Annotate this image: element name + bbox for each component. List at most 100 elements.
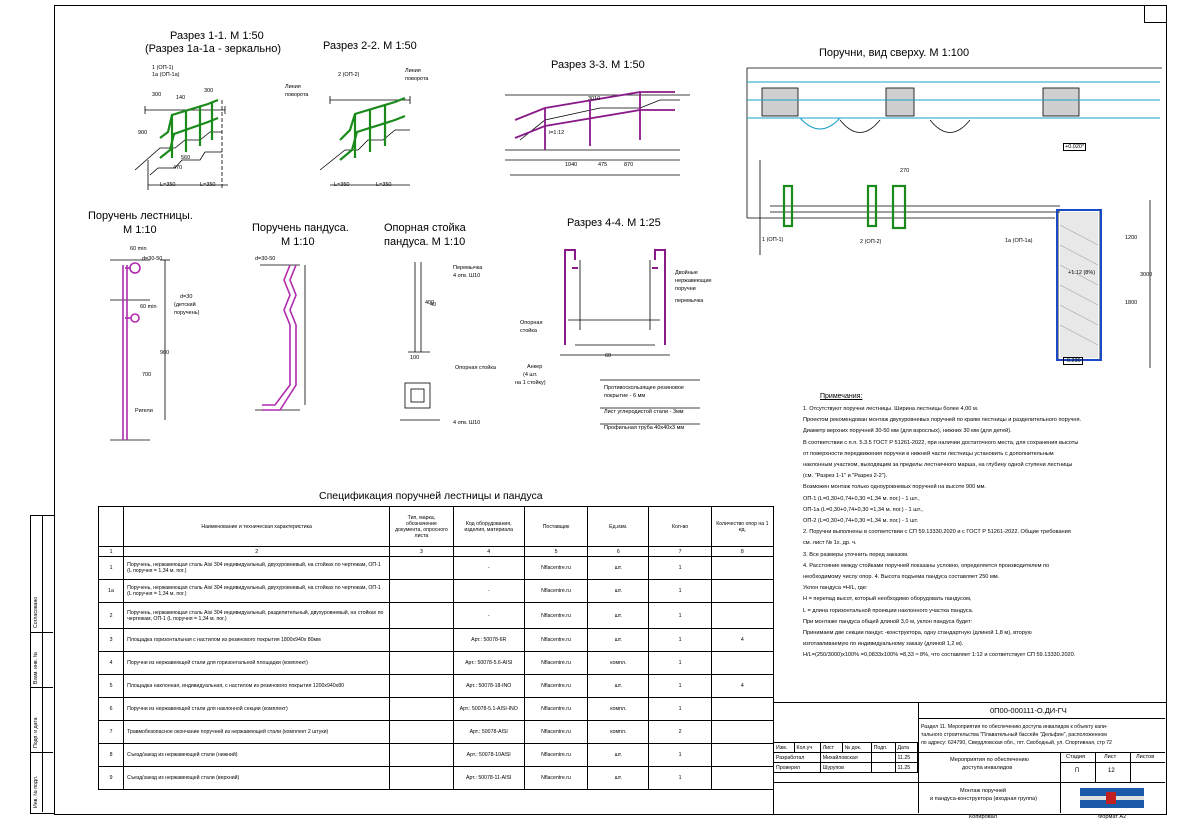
ramp-rail-post: [262, 264, 297, 411]
table-cell: [710, 766, 775, 790]
table-cell: 1: [648, 651, 712, 675]
note-line: ОП-2 (L=0,30+0,74+0,30 =1,34 м. пог.) - …: [803, 518, 919, 525]
spec-h4: Поставщик: [523, 506, 589, 547]
table-cell: шт.: [587, 766, 650, 790]
label-slope: i=1:12: [549, 130, 565, 136]
spec-n6: 7: [648, 546, 712, 557]
spec-n2: 3: [389, 546, 454, 557]
table-cell: [710, 602, 775, 629]
label-anchor-1: Анкер: [527, 364, 543, 370]
table-cell: 4: [710, 674, 775, 698]
ramp-rail-title-1: Поручень пандуса.: [252, 222, 349, 234]
margin-line-1: [30, 632, 53, 633]
dim-400: 400: [425, 300, 435, 306]
note-line: изготавливаемую по индивидуальному заказ…: [803, 641, 964, 648]
dim-40: 40: [430, 302, 437, 308]
table-cell: Поручень, нержавеющая сталь Aisi 304 инд…: [123, 579, 391, 603]
stamp-proveril-name: Шурупов: [819, 762, 872, 773]
label-cross: Перемычка: [453, 265, 483, 271]
stamp-row-razrab: Разработал Михайловская 11.25: [773, 752, 919, 763]
top-view-ramp-fill: [1060, 212, 1098, 358]
spec-h2: Тип, марка, обозначение документа, опрос…: [389, 506, 454, 547]
label-top-op1: 1 (ОП-1): [762, 237, 784, 243]
label-double-3: поручни: [675, 286, 696, 292]
label-double-2: нержавеющие: [675, 278, 712, 284]
spec-header-row: Наименование и техническая характеристик…: [97, 506, 775, 547]
stamp-row-proveril: Проверил Шурупов 11.25: [773, 762, 919, 773]
table-cell: Съезд/заезд из нержавеющей стали (нижний…: [123, 743, 391, 767]
margin-line-2: [30, 687, 53, 688]
stamp-sheets-header: Листов: [1136, 754, 1155, 760]
spec-table: Наименование и техническая характеристик…: [97, 506, 775, 790]
stamp-proveril: Проверил: [773, 762, 821, 773]
label-line-right-2: поворота: [405, 76, 429, 82]
stair-rail-title-2: М 1:10: [123, 224, 157, 236]
spec-h3: Код оборудования, изделия, материала: [452, 506, 525, 547]
section-2-2-rails: [339, 96, 406, 161]
note-line: Уклон пандуса =H/L, где:: [803, 585, 868, 592]
stamp-line-7: [1095, 752, 1096, 782]
section-3-3-drawing: [505, 94, 690, 176]
top-view-title: Поручни, вид сверху. М 1:100: [819, 47, 970, 59]
label-d3050-a: d=30-50: [142, 256, 163, 262]
table-cell: Арт.: 50078-6R: [452, 628, 525, 652]
dim-270: 270: [900, 168, 910, 174]
table-cell: шт.: [587, 628, 650, 652]
table-cell: Nflacentre.ru: [523, 766, 589, 790]
stamp-signatures: Изм. Кол.уч Лист № док. Подп. Дата Разра…: [773, 742, 919, 773]
stamp-line-1: [918, 702, 919, 813]
section-4-4-drawing: [560, 260, 700, 425]
table-cell: Nflacentre.ru: [523, 720, 589, 744]
label-ramp-slope: +1:12 (8%): [1068, 270, 1096, 276]
table-cell: шт.: [587, 579, 650, 603]
table-row: 1 Поручень, нержавеющая сталь Aisi 304 ин…: [97, 556, 775, 580]
dim-1800: 1800: [1125, 300, 1138, 306]
stamp-drawing-1: Монтаж поручней: [960, 788, 1007, 794]
label-double-1: Двойные: [675, 270, 698, 276]
corner-box: [1144, 5, 1167, 23]
top-view-cyan: [747, 81, 1160, 130]
note-line: ОП-1а (L=0,30+0,74+0,30 =1,34 м. пог.) -…: [803, 506, 923, 513]
drawing-frame: [54, 5, 1167, 815]
table-cell: [389, 556, 454, 580]
table-cell: Nflacentre.ru: [523, 556, 589, 580]
note-line: Проектом рекомендован монтаж двухуровнев…: [803, 417, 1082, 424]
table-cell: компл.: [587, 697, 650, 721]
section-3-3-title: Разрез 3-3. М 1:50: [551, 59, 645, 71]
table-cell: Nflacentre.ru: [523, 651, 589, 675]
stamp-proveril-sign: [870, 762, 896, 773]
table-cell: 1: [648, 602, 712, 629]
stamp-head-row: Изм. Кол.уч Лист № док. Подп. Дата: [773, 742, 919, 753]
spec-h0: [97, 506, 125, 547]
table-cell: Площадка горизонтальная с настилом из ре…: [123, 628, 391, 652]
dim-1040: 1040: [565, 162, 578, 168]
stamp-h4: Подп.: [870, 742, 896, 753]
stamp-desc-2: тального строительства "Плавательный бас…: [921, 732, 1107, 738]
label-d3050-b: d=30-50: [255, 256, 276, 262]
label-top-op2: 2 (ОП-2): [860, 239, 882, 245]
spec-n3: 4: [452, 546, 525, 557]
stamp-drawing-2: и пандуса-конструктора (входная группа): [930, 796, 1038, 802]
stamp-h1: Кол.уч: [793, 742, 821, 753]
stamp-h5: Дата: [894, 742, 919, 753]
label-level-2: -0.230: [1063, 357, 1083, 365]
section-3-3-rails: [514, 91, 675, 150]
label-d30: d=30: [180, 294, 193, 300]
stair-rail-post: [122, 262, 141, 440]
dim-100: 100: [410, 355, 420, 361]
stamp-stage-header: Стадия: [1066, 754, 1086, 760]
table-cell: шт.: [587, 743, 650, 767]
note-line: (см. "Разрез 1-1" и "Разрез 2-2").: [803, 473, 888, 480]
table-cell: 7: [97, 720, 125, 744]
company-logo: [1080, 788, 1144, 808]
table-cell: [389, 579, 454, 603]
section-4-4-rails: [564, 249, 666, 345]
post-title-2: пандуса. М 1:10: [384, 236, 466, 248]
table-cell: Поручень, нержавеющая сталь Aisi 304 инд…: [123, 556, 391, 580]
table-cell: 1: [648, 556, 712, 580]
stamp-h3: № док.: [841, 742, 872, 753]
stamp-line-4: [773, 782, 1165, 783]
label-l350-2: L=350: [200, 182, 216, 188]
